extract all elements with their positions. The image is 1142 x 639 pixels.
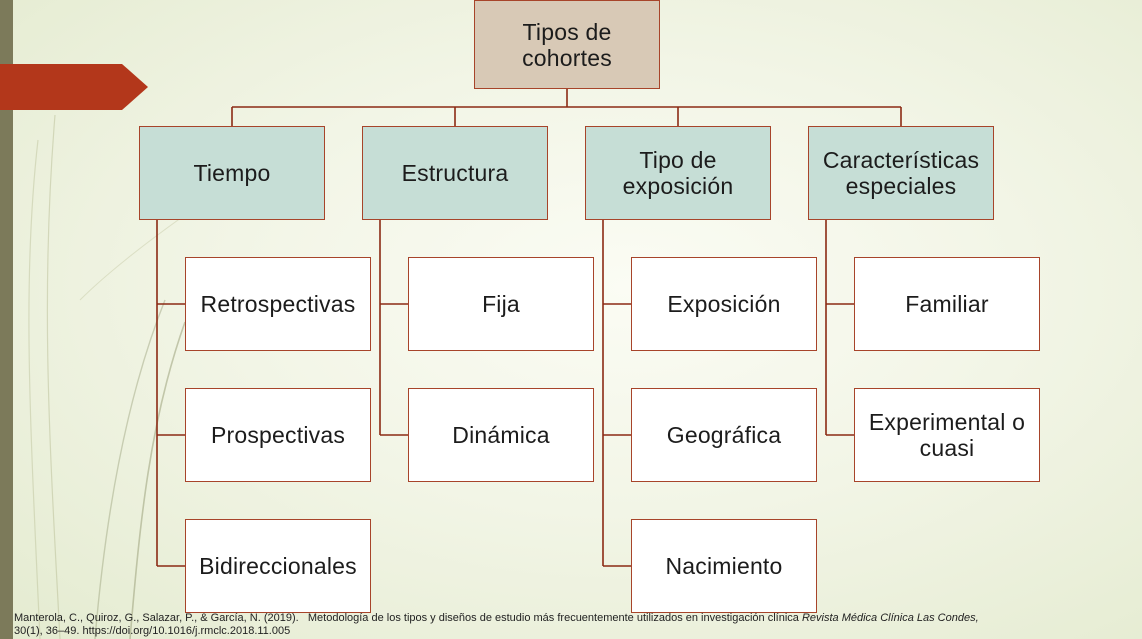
category-tipo-exposicion: Tipo de exposición [585,126,771,220]
citation-title: Metodología de los tipos y diseños de es… [307,612,799,624]
leaf-geografica: Geográfica [631,388,817,482]
citation-journal: Revista Médica Clínica Las Condes, [801,612,979,624]
leaf-nacimiento: Nacimiento [631,519,817,613]
leaf-fija: Fija [408,257,594,351]
leaf-familiar: Familiar [854,257,1040,351]
leaf-experimental-cuasi-label: Experimental o cuasi [868,409,1026,461]
category-tiempo: Tiempo [139,126,325,220]
leaf-retrospectivas-label: Retrospectivas [200,291,356,317]
citation: Manterola, C., Quiroz, G., Salazar, P., … [14,612,1142,638]
leaf-exposicion: Exposición [631,257,817,351]
red-ribbon-arrow [0,64,148,110]
leaf-bidireccionales: Bidireccionales [185,519,371,613]
category-estructura: Estructura [362,126,548,220]
leaf-geografica-label: Geográfica [666,422,782,448]
leaf-bidireccionales-label: Bidireccionales [199,553,357,579]
category-estructura-label: Estructura [401,160,509,186]
root-node: Tipos de cohortes [474,0,660,89]
leaf-dinamica: Dinámica [408,388,594,482]
leaf-nacimiento-label: Nacimiento [665,553,783,579]
category-tipo-exposicion-label: Tipo de exposición [622,147,734,199]
leaf-prospectivas: Prospectivas [185,388,371,482]
citation-details: 30(1), 36–49. https://doi.org/10.1016/j.… [14,625,291,637]
citation-authors: Manterola, C., Quiroz, G., Salazar, P., … [14,612,299,624]
leaf-retrospectivas: Retrospectivas [185,257,371,351]
left-accent-bar [0,0,13,639]
leaf-dinamica-label: Dinámica [452,422,550,448]
leaf-exposicion-label: Exposición [667,291,781,317]
leaf-prospectivas-label: Prospectivas [210,422,346,448]
root-node-label: Tipos de cohortes [522,18,612,71]
category-caracteristicas-especiales-label: Características especiales [822,147,980,199]
leaf-experimental-cuasi: Experimental o cuasi [854,388,1040,482]
category-caracteristicas-especiales: Características especiales [808,126,994,220]
leaf-fija-label: Fija [482,291,520,317]
category-tiempo-label: Tiempo [193,160,271,186]
leaf-familiar-label: Familiar [905,291,989,317]
